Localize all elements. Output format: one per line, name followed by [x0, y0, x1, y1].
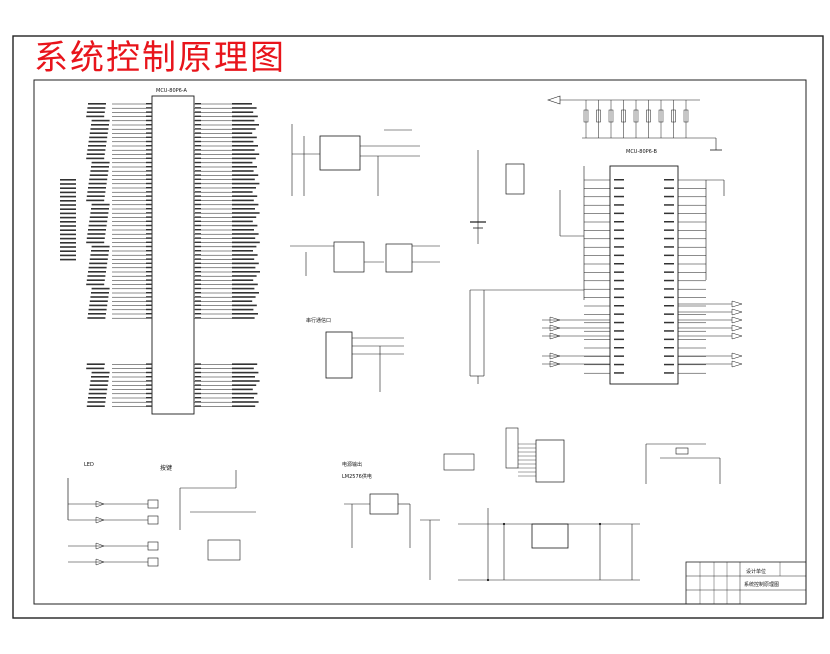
- mcu-b-chip: [609, 165, 679, 385]
- title-block-org: 设计单位: [746, 568, 766, 575]
- mcu-b-label: MCU-80P6-B: [626, 149, 657, 155]
- power-label-1: 电源输出: [342, 461, 362, 468]
- led-label: LED: [84, 462, 94, 468]
- mcu-a-label: MCU-80P6-A: [156, 88, 188, 94]
- keys-label: 按键: [160, 464, 172, 472]
- mcu-a-chip: [151, 95, 195, 415]
- power-label-2: LM2576供电: [342, 473, 372, 480]
- peripheral-circuits: [67, 124, 721, 582]
- serial-port-label: 串行通信口: [306, 317, 331, 324]
- outer-frame: [12, 35, 824, 619]
- title-block: 设计单位 系统控制原理图: [685, 561, 807, 605]
- mcu-b-block: [469, 95, 743, 385]
- drawing-title: 系统控制原理图: [34, 38, 286, 78]
- mcu-a-block: [60, 95, 260, 415]
- inner-frame: [33, 79, 807, 605]
- title-block-drawing: 系统控制原理图: [744, 581, 779, 588]
